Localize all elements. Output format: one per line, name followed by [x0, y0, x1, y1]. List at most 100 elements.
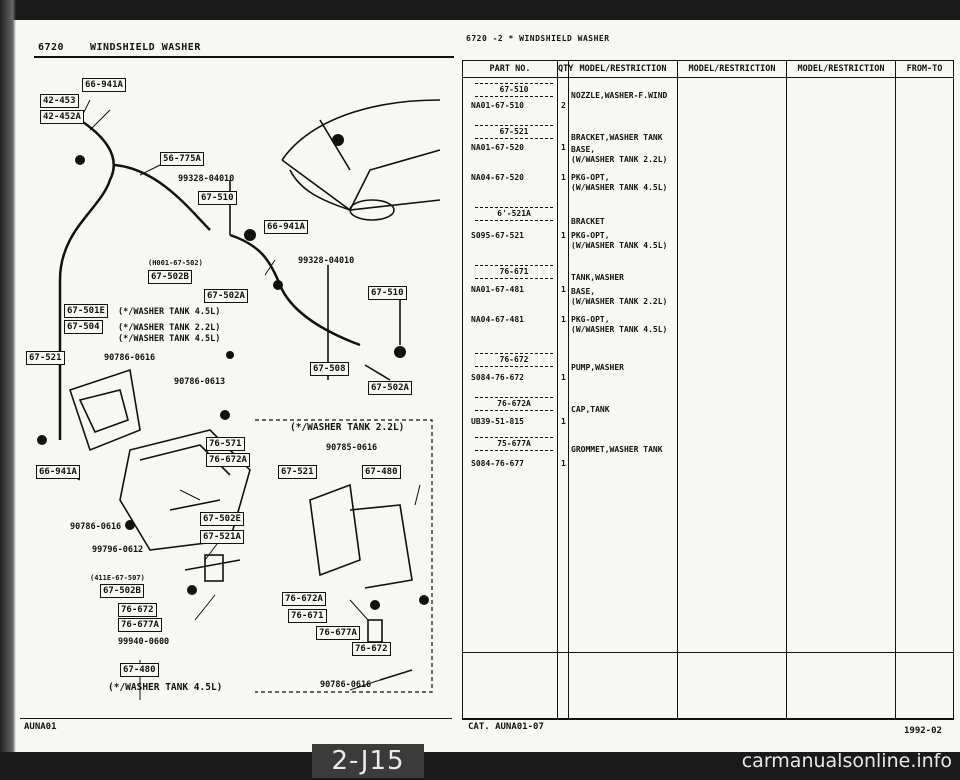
quantity: 1 — [561, 285, 566, 294]
diagram-label: 67-521 — [26, 351, 65, 365]
diagram-label: 90785-0616 — [326, 443, 378, 453]
diagram-label: (H001-67-502) — [148, 259, 203, 267]
diagram-label: (*/WASHER TANK 4.5L) — [118, 307, 221, 317]
col-header-part-no: PART NO. — [463, 61, 558, 78]
diagram-label: 76-677A — [316, 626, 360, 640]
part-number: NA04-67-481 — [471, 315, 524, 324]
left-footer-code: AUNA01 — [24, 722, 57, 732]
col-divider — [895, 77, 896, 719]
diagram-label: 76-677A — [118, 618, 162, 632]
diagram-label: 90786-0616 — [70, 522, 122, 532]
ref-number: 75-677A — [475, 437, 553, 451]
ref-number: 76-672A — [475, 397, 553, 411]
description: BRACKET,WASHER TANK — [571, 133, 663, 142]
watermark: carmanualsonline.info — [741, 750, 952, 772]
part-number: NA01-67-520 — [471, 143, 524, 152]
table-footer-rule — [463, 652, 953, 653]
left-footer-rule — [20, 718, 452, 719]
ref-number: 6'-521A — [475, 207, 553, 221]
parts-table: PART NO. QTY MODEL/RESTRICTION MODEL/RES… — [462, 60, 954, 720]
description: PKG-OPT, — [571, 315, 610, 324]
right-footer-rule — [462, 718, 954, 719]
diagram-label: (*/WASHER TANK 4.5L) — [118, 334, 221, 344]
col-header-model-2: MODEL/RESTRICTION — [678, 61, 787, 78]
description: (W/WASHER TANK 2.2L) — [571, 297, 668, 306]
header-rule — [34, 56, 454, 58]
issue-date: 1992-02 — [904, 726, 942, 736]
diagram-label: 67-508 — [310, 362, 349, 376]
right-header: 6720 -2 * WINDSHIELD WASHER — [466, 34, 610, 43]
diagram-label: 66-941A — [82, 78, 126, 92]
diagram-label: 76-672A — [282, 592, 326, 606]
description: CAP,TANK — [571, 405, 610, 414]
diagram-label: 67-510 — [198, 191, 237, 205]
part-number: S095-67-521 — [471, 231, 524, 240]
diagram-label: 67-502A — [204, 289, 248, 303]
ref-number: 76-672 — [475, 353, 553, 367]
diagram-label: 90786-0616 — [320, 680, 372, 690]
diagram-label: 67-521 — [278, 465, 317, 479]
quantity: 1 — [561, 459, 566, 468]
diagram-label: 76-671 — [288, 609, 327, 623]
diagram-label: 90786-0616 — [104, 353, 156, 363]
description: TANK,WASHER — [571, 273, 624, 282]
part-number: UB39-51-815 — [471, 417, 524, 426]
col-divider — [677, 77, 678, 719]
diagram-label: 76-672 — [352, 642, 391, 656]
col-divider — [568, 77, 569, 719]
quantity: 2 — [561, 101, 566, 110]
diagram-label: 76-672A — [206, 453, 250, 467]
description: NOZZLE,WASHER-F.WIND — [571, 91, 668, 100]
diagram-label: 67-501E — [64, 304, 108, 318]
description: PKG-OPT, — [571, 231, 610, 240]
diagram-label: (*/WASHER TANK 2.2L) — [290, 422, 405, 433]
diagram-label: 99796-0612 — [92, 545, 144, 555]
description: (W/WASHER TANK 2.2L) — [571, 155, 668, 164]
scan-edge-top — [0, 0, 960, 20]
diagram-label: 99328-04010 — [178, 174, 235, 184]
scan-edge-bottom — [0, 752, 960, 780]
diagram-label: 67-502A — [368, 381, 412, 395]
diagram-label: 66-941A — [264, 220, 308, 234]
part-number: S084-76-677 — [471, 459, 524, 468]
diagram-label: 42-452A — [40, 110, 84, 124]
ref-number: 67-510 — [475, 83, 553, 97]
section-number: 6720 — [38, 42, 65, 53]
quantity: 1 — [561, 173, 566, 182]
diagram-label: (411E-67-507) — [90, 574, 145, 582]
diagram-label: 67-502E — [200, 512, 244, 526]
col-header-model-1: MODEL/RESTRICTION — [569, 61, 678, 78]
quantity: 1 — [561, 143, 566, 152]
part-number: NA04-67-520 — [471, 173, 524, 182]
scan-edge-left — [0, 0, 16, 780]
diagram-label: 67-480 — [362, 465, 401, 479]
diagram-label: 67-502B — [148, 270, 192, 284]
quantity: 1 — [561, 373, 566, 382]
description: BASE, — [571, 287, 596, 296]
description: BRACKET — [571, 217, 605, 226]
description: (W/WASHER TANK 4.5L) — [571, 325, 668, 334]
col-header-from-to: FROM-TO — [896, 61, 953, 78]
description: (W/WASHER TANK 4.5L) — [571, 183, 668, 192]
diagram-label: 67-480 — [120, 663, 159, 677]
col-divider — [786, 77, 787, 719]
diagram-label: 56-775A — [160, 152, 204, 166]
exploded-diagram: 66-941A 42-453 42-452A 56-775A 99328-040… — [20, 60, 452, 718]
diagram-label: (*/WASHER TANK 4.5L) — [108, 682, 223, 693]
diagram-label: 67-504 — [64, 320, 103, 334]
diagram-label: 76-672 — [118, 603, 157, 617]
diagram-label: 99328-04010 — [298, 256, 355, 266]
diagram-label: 99940-0600 — [118, 637, 170, 647]
part-number: NA01-67-510 — [471, 101, 524, 110]
quantity: 1 — [561, 231, 566, 240]
part-number: NA01-67-481 — [471, 285, 524, 294]
diagram-label: 66-941A — [36, 465, 80, 479]
description: GROMMET,WASHER TANK — [571, 445, 663, 454]
description: PUMP,WASHER — [571, 363, 624, 372]
col-header-model-3: MODEL/RESTRICTION — [787, 61, 896, 78]
ref-number: 67-521 — [475, 125, 553, 139]
diagram-label: (*/WASHER TANK 2.2L) — [118, 323, 221, 333]
catalog-code: CAT. AUNA01-07 — [468, 722, 544, 732]
col-header-qty: QTY — [558, 61, 573, 78]
